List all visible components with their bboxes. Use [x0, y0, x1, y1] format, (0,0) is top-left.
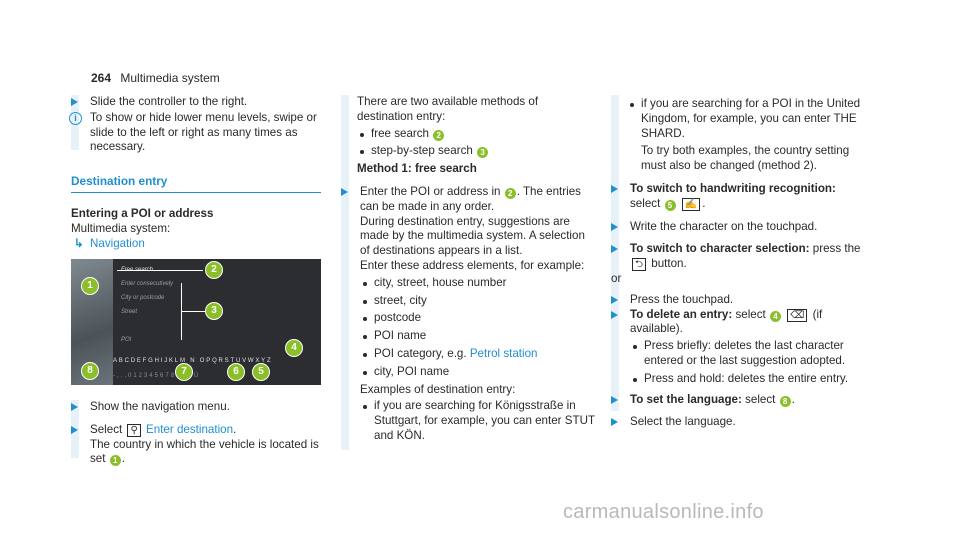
callout-line: [181, 311, 207, 312]
intro-text: There are two available methods of desti…: [357, 95, 539, 123]
step-arrow-icon: [611, 310, 618, 319]
delete-icon: ⌫: [787, 308, 808, 322]
examples-label: Examples of destination entry:: [360, 382, 516, 396]
list-item: if you are searching for a POI in the Un…: [627, 97, 861, 174]
step-select-language: Select the language.: [611, 415, 861, 430]
list-item: city, POI name: [360, 365, 597, 380]
step-arrow-icon: [71, 98, 78, 106]
step-slide: Slide the controller to the right.: [71, 95, 321, 110]
list-item: postcode: [360, 311, 597, 326]
list-item: street, city: [360, 294, 597, 309]
list-item: POI name: [360, 329, 597, 344]
step-show-menu: Show the navigation menu.: [71, 400, 321, 415]
callout-badge: 5: [252, 363, 270, 381]
column-1: Slide the controller to the right. i To …: [69, 95, 321, 252]
delete-options: Press briefly: deletes the last characte…: [630, 339, 861, 386]
step-delete-entry: To delete an entry: select 4 ⌫ (if avail…: [611, 308, 861, 387]
page-title: Multimedia sy­stem: [120, 71, 220, 85]
search-icon: ⚲: [127, 423, 141, 437]
step-enter-poi: Enter the POI or address in 2. The entri…: [341, 185, 597, 444]
callout-badge: 7: [175, 363, 193, 381]
step-switch-handwriting: To switch to handwriting recognition: se…: [611, 182, 861, 212]
step-arrow-icon: [611, 184, 618, 193]
menu-item: Enter consecutively: [121, 281, 174, 287]
section-title: Destination entry: [71, 174, 321, 193]
step-set-language: To set the language: select 8.: [611, 393, 861, 408]
list-item: free search 2: [357, 127, 597, 142]
column-2: There are two available methods of desti…: [341, 95, 597, 447]
watermark: carmanualsonline.info: [563, 501, 764, 523]
address-element-list: city, street, house number street, city …: [360, 276, 597, 380]
info-icon: i: [69, 111, 82, 125]
list-item: if you are searching for Königsstraße in…: [360, 399, 597, 443]
nav-link[interactable]: Navigation: [90, 236, 145, 250]
list-item: POI category, e.g. Petrol station: [360, 347, 597, 362]
method-list: free search 2 step-by-step search 3: [357, 127, 597, 160]
keyboard-row: -,.,0123456789ÄÖÜ: [113, 373, 201, 379]
callout-badge: 3: [205, 302, 223, 320]
enter-destination-link[interactable]: Enter destination: [146, 422, 234, 436]
menu-item: Street: [121, 309, 138, 315]
back-button-icon: ⮌: [632, 258, 647, 272]
path-arrow-icon: ↳: [74, 236, 84, 250]
step-arrow-icon: [71, 425, 78, 434]
nav-path: ↳ Navigation: [71, 237, 321, 252]
callout-badge: 4: [285, 339, 303, 357]
navigation-screenshot: Free search Enter consecutively City or …: [71, 259, 321, 385]
number-badge: 2: [504, 187, 516, 199]
step-arrow-icon: [611, 418, 618, 427]
list-item: step-by-step search 3: [357, 144, 597, 159]
number-badge: 5: [664, 199, 676, 211]
callout-badge: 1: [81, 277, 99, 295]
or-text: or: [611, 271, 622, 285]
callout-badge: 6: [227, 363, 245, 381]
step-arrow-icon: [611, 395, 618, 404]
step-press-touchpad: Press the touchpad.: [611, 293, 861, 308]
step-arrow-icon: [611, 245, 618, 254]
step-select-destination: Select ⚲ Enter destination. The country …: [71, 423, 321, 467]
number-badge: 8: [779, 395, 791, 407]
examples-list-continued: if you are searching for a POI in the Un…: [627, 97, 861, 174]
step-arrow-icon: [611, 295, 618, 304]
info-note: i To show or hide lower menu levels, swi…: [69, 111, 321, 155]
callout-badge: 2: [205, 261, 223, 279]
number-badge: 1: [109, 455, 121, 467]
column-3: if you are searching for a POI in the Un…: [611, 95, 861, 430]
menu-item: City or postcode: [121, 295, 165, 301]
handwriting-icon: ✍: [681, 197, 701, 211]
list-item: Press and hold: deletes the entire entry…: [630, 372, 861, 387]
method-heading: Method 1: free search: [357, 162, 477, 176]
list-item: city, street, house number: [360, 276, 597, 291]
page-number: 264: [91, 71, 112, 85]
step-switch-character: To switch to character selection: press …: [611, 242, 861, 272]
keyboard-row: ABCDEFGHIJKLM N OPQRSTUVWXYZ: [113, 358, 273, 364]
examples-list: if you are searching for Königsstraße in…: [360, 399, 597, 443]
step-write-character: Write the character on the touchpad.: [611, 220, 861, 235]
callout-line: [117, 270, 203, 271]
list-item: Press briefly: deletes the last characte…: [630, 339, 861, 369]
petrol-station-link[interactable]: Petrol station: [469, 346, 538, 360]
menu-item: POI: [121, 337, 132, 343]
number-badge: 2: [433, 129, 445, 141]
number-badge: 4: [769, 310, 781, 322]
subheading: Entering a POI or address: [71, 206, 214, 220]
number-badge: 3: [477, 147, 489, 159]
step-arrow-icon: [341, 187, 348, 196]
step-arrow-icon: [611, 222, 618, 231]
menu-panel: Free search Enter consecutively City or …: [113, 259, 321, 385]
col2-stripe: [341, 95, 349, 450]
column-1-steps: Show the navigation menu. Select ⚲ Enter…: [71, 400, 321, 467]
step-arrow-icon: [71, 403, 78, 411]
page-header: 264 Multimedia sy­stem: [91, 71, 220, 86]
path-label: Multimedia system:: [71, 221, 171, 235]
callout-badge: 8: [81, 362, 99, 380]
